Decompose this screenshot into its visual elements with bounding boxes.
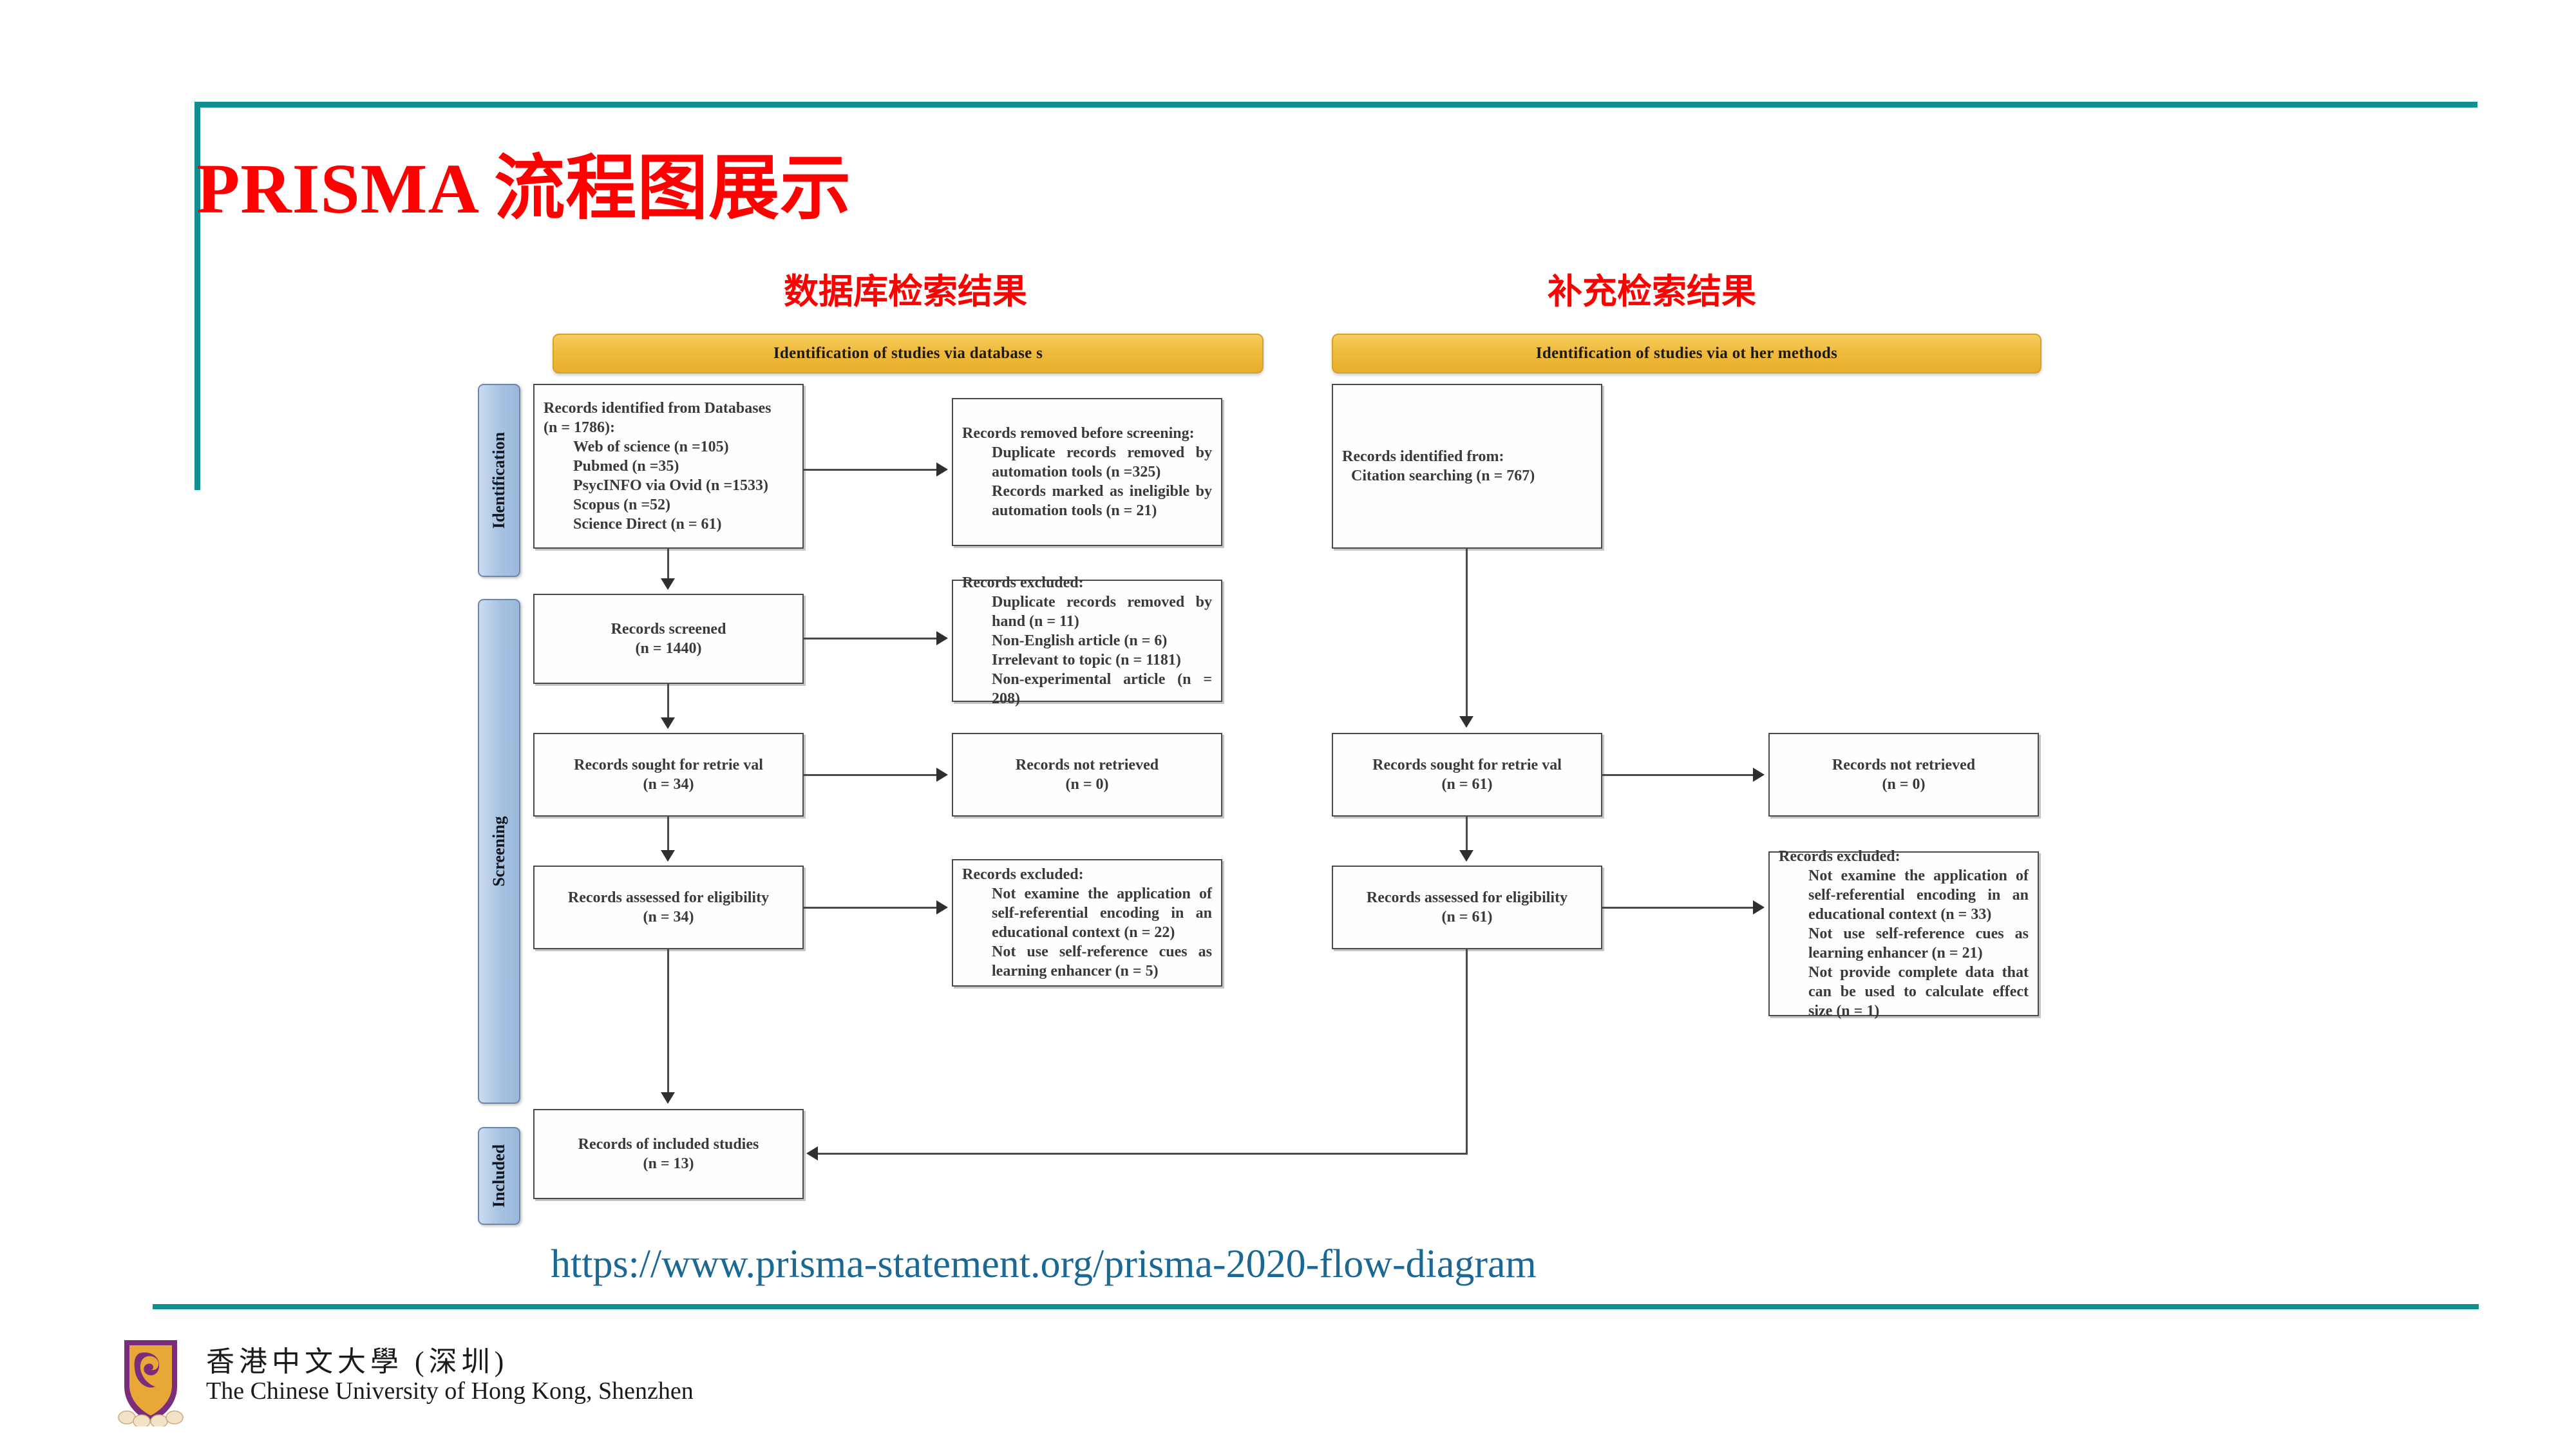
arrowhead-right <box>1753 900 1765 914</box>
connector-screened-to-sought <box>667 684 669 721</box>
box-records-assessed-right: Records assessed for eligibility (n = 61… <box>1332 866 1602 949</box>
connector-assessed-to-included <box>667 949 669 1096</box>
page-title: PRISMA 流程图展示 <box>196 149 852 228</box>
connector-assessed-to-excluded-right <box>1602 907 1754 909</box>
arrowhead-down <box>661 717 675 729</box>
box-records-removed-before-screening: Records removed before screening: Duplic… <box>952 398 1222 546</box>
arrowhead-right <box>936 768 948 782</box>
header-bar-other-methods: Identification of studies via ot her met… <box>1332 334 2041 374</box>
box-records-assessed-left: Records assessed for eligibility (n = 34… <box>533 866 804 949</box>
box-records-sought-left: Records sought for retrie val (n = 34) <box>533 733 804 817</box>
box-records-identified-databases: Records identified from Databases (n = 1… <box>533 384 804 549</box>
connector-screened-to-excluded <box>804 638 938 639</box>
arrowhead-right <box>936 631 948 645</box>
box-records-included: Records of included studies (n = 13) <box>533 1109 804 1199</box>
arrowhead-right <box>1753 768 1765 782</box>
university-name-en: The Chinese University of Hong Kong, She… <box>206 1378 694 1405</box>
accent-bar-left <box>194 102 200 490</box>
box-records-identified-other: Records identified from: Citation search… <box>1332 384 1602 549</box>
connector-assessed-to-excluded-left <box>804 907 938 909</box>
box-records-excluded-eligibility-right: Records excluded: Not examine the applic… <box>1768 848 2039 1019</box>
university-name-cn: 香港中文大學 (深圳) <box>206 1346 509 1378</box>
accent-bar-top <box>194 102 2477 108</box>
arrowhead-down <box>661 578 675 590</box>
connector-sought-to-notretrieved-left <box>804 774 938 776</box>
footer-divider <box>153 1304 2479 1309</box>
box-records-sought-right: Records sought for retrie val (n = 61) <box>1332 733 1602 817</box>
box-records-excluded-eligibility-left: Records excluded: Not examine the applic… <box>952 859 1222 987</box>
connector-sought-to-notretrieved-right <box>1602 774 1754 776</box>
box-records-excluded-screening: Records excluded: Duplicate records remo… <box>952 574 1222 707</box>
cuhk-shield-logo <box>118 1340 184 1426</box>
connector-sought-to-assessed-right <box>1466 817 1468 853</box>
connector-right-to-included-horizontal <box>818 1153 1468 1155</box>
caption-database-results: 数据库检索结果 <box>784 272 1027 311</box>
box-records-not-retrieved-left: Records not retrieved (n = 0) <box>952 733 1222 817</box>
box-records-not-retrieved-right: Records not retrieved (n = 0) <box>1768 733 2039 817</box>
connector-identified-to-removed <box>804 469 938 471</box>
phase-tab-included: Included <box>478 1127 520 1225</box>
arrowhead-down <box>661 850 675 862</box>
arrowhead-left <box>806 1146 818 1160</box>
arrowhead-right <box>936 900 948 914</box>
connector-identified-to-screened <box>667 549 669 582</box>
connector-sought-to-assessed-left <box>667 817 669 853</box>
source-url[interactable]: https://www.prisma-statement.org/prisma-… <box>551 1242 1537 1286</box>
phase-tab-screening: Screening <box>478 599 520 1104</box>
header-bar-database: Identification of studies via database s <box>553 334 1264 374</box>
caption-supplementary-results: 补充检索结果 <box>1548 272 1756 311</box>
box-records-screened: Records screened (n = 1440) <box>533 594 804 684</box>
connector-identified-other-to-sought-right <box>1466 549 1468 719</box>
connector-right-to-included-vertical <box>1466 949 1468 1154</box>
arrowhead-down <box>661 1092 675 1104</box>
arrowhead-right <box>936 462 948 477</box>
prisma-flow-diagram: Identification of studies via database s… <box>451 322 2099 1236</box>
arrowhead-down <box>1459 716 1473 728</box>
phase-tab-identification: Identification <box>478 384 520 577</box>
arrowhead-down <box>1459 850 1473 862</box>
